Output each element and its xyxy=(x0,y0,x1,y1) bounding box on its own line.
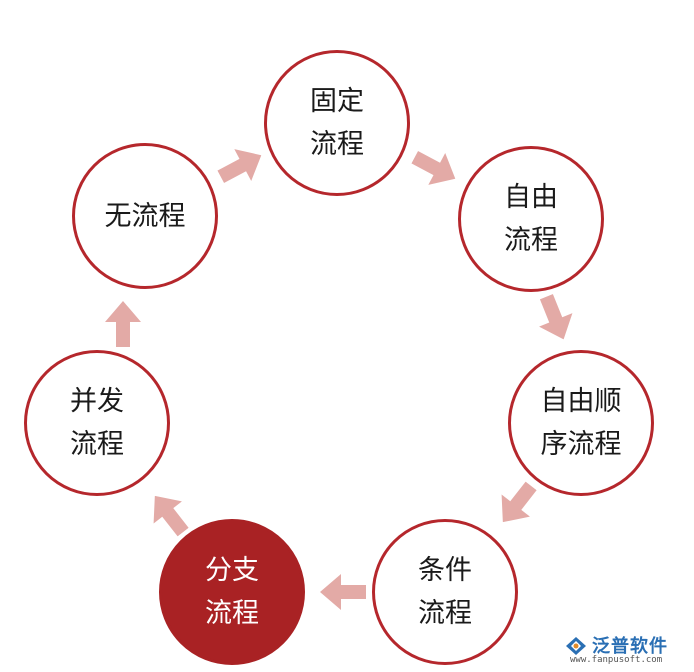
node-condition-flow-label: 条件 流程 xyxy=(418,555,472,629)
node-fixed-flow: 固定 流程 xyxy=(264,50,410,196)
node-no-flow: 无流程 xyxy=(72,143,218,289)
node-parallel-flow-label: 并发 流程 xyxy=(70,386,124,460)
node-free-sequence-flow: 自由顺 序流程 xyxy=(508,350,654,496)
node-fixed-flow-label: 固定 流程 xyxy=(310,86,364,160)
arrow-none-to-fixed xyxy=(212,139,270,192)
node-branch-flow-label: 分支 流程 xyxy=(205,555,259,629)
watermark-url: www.fanpusoft.com xyxy=(570,655,663,665)
node-free-flow: 自由 流程 xyxy=(458,146,604,292)
node-no-flow-label: 无流程 xyxy=(104,200,186,232)
arrow-parallel-to-none xyxy=(105,301,141,347)
arrow-free-to-free-sequence xyxy=(530,290,581,346)
node-free-flow-label: 自由 流程 xyxy=(504,182,558,256)
arrow-condition-to-branch xyxy=(320,574,366,610)
arrow-free-sequence-to-condition xyxy=(489,475,546,533)
arrow-branch-to-parallel xyxy=(141,485,198,543)
node-branch-flow: 分支 流程 xyxy=(159,519,305,665)
node-parallel-flow: 并发 流程 xyxy=(24,350,170,496)
arrow-fixed-to-free xyxy=(406,141,464,194)
watermark-logo: 泛普软件 www.fanpusoft.com xyxy=(564,632,686,666)
node-free-sequence-flow-label: 自由顺 序流程 xyxy=(540,386,622,460)
watermark-name: 泛普软件 xyxy=(592,636,668,657)
node-condition-flow: 条件 流程 xyxy=(372,519,518,665)
fanpu-logo-icon xyxy=(566,637,586,655)
